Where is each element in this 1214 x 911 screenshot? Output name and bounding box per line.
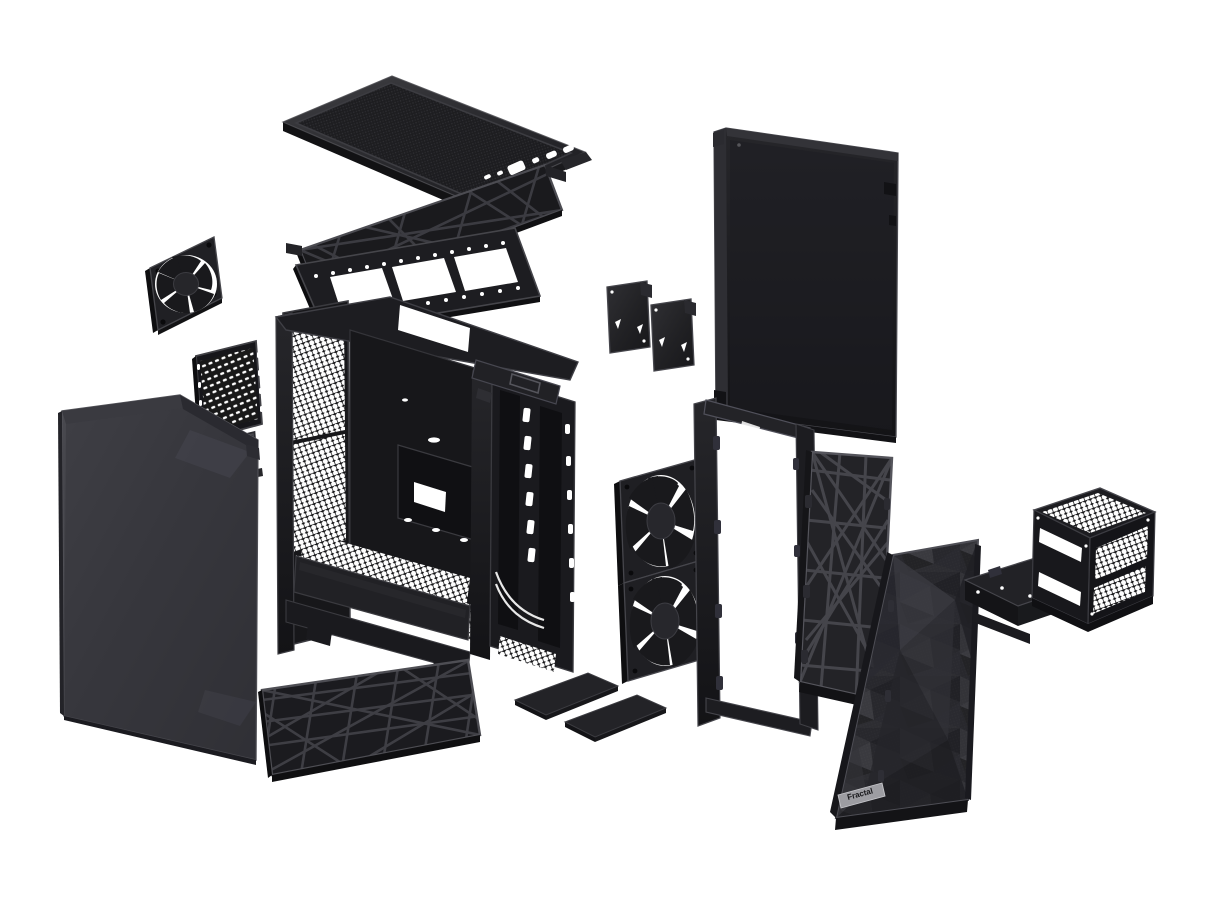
ssd-bracket-1 [606, 280, 652, 354]
rear-pci-slots [522, 407, 575, 602]
part-chassis [274, 296, 579, 682]
bracket-openings [330, 248, 518, 311]
panel-clips [878, 600, 894, 782]
cable-routing-openings [494, 571, 545, 630]
part-side-vent-filter [192, 339, 263, 443]
top-io-cutouts [484, 144, 574, 180]
cage-side-opening-2 [1038, 572, 1081, 606]
cage-screw-holes [1036, 516, 1150, 616]
glass-reflection [175, 430, 250, 478]
front-fan-upper [614, 458, 703, 586]
cage-side-opening-1 [1039, 528, 1082, 562]
ssd-bracket-2 [650, 298, 696, 372]
standoff-holes [402, 398, 468, 542]
part-ssd-brackets [606, 280, 696, 372]
cable-cutout [414, 482, 446, 512]
part-front-mesh-panel: Fractal [830, 538, 981, 830]
part-hdd-cage [1031, 487, 1157, 632]
part-front-fans [614, 458, 707, 684]
part-rear-fan [145, 236, 223, 335]
chassis-foot-front [306, 624, 332, 646]
filter-pad-2 [563, 694, 668, 742]
facet-shading [836, 540, 978, 818]
filter-pad-1 [513, 672, 620, 720]
fan-corner-screws [624, 465, 699, 576]
part-filter-pads [513, 672, 668, 742]
part-left-glass-panel [58, 394, 260, 765]
glass-reflection-lower [198, 690, 256, 726]
part-right-side-panel [713, 127, 899, 443]
part-bottom-dust-filter [258, 658, 482, 782]
chassis-top-opening [398, 305, 470, 352]
